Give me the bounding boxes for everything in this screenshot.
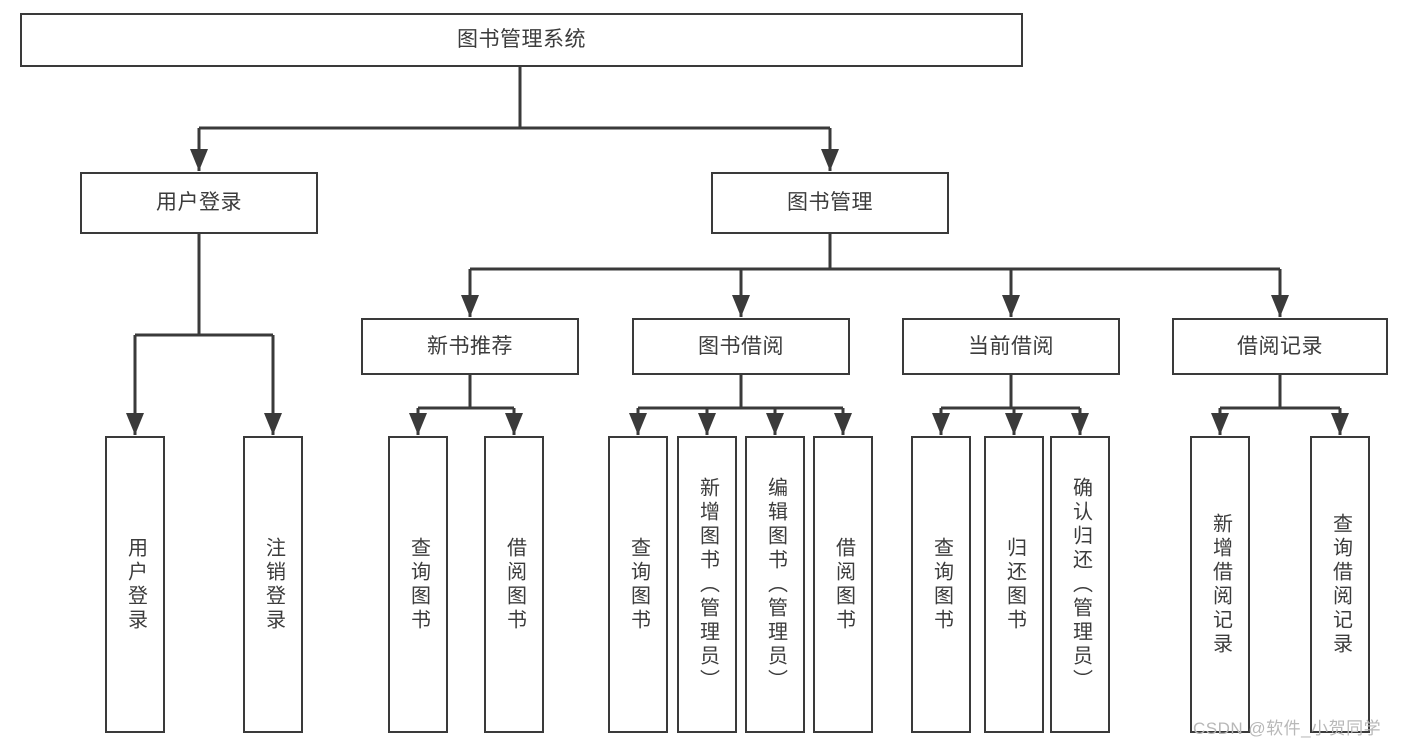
node-label: 归还图书	[1003, 536, 1026, 633]
node-label: 当前借阅	[968, 334, 1054, 358]
arrowhead-icon	[1271, 295, 1289, 317]
arrowhead-icon	[1211, 413, 1229, 435]
arrowhead-icon	[732, 295, 750, 317]
node-label: 图书借阅	[698, 334, 784, 358]
node-label: 注销登录	[262, 536, 285, 633]
node-label: 新增图书（管理员）	[696, 476, 719, 693]
arrowhead-icon	[505, 413, 523, 435]
node-label: 图书管理	[787, 191, 873, 215]
arrowhead-icon	[932, 413, 950, 435]
node-leaf-cur-confirm-return[interactable]: 确认归还（管理员）	[1050, 436, 1110, 733]
arrowhead-icon	[264, 413, 282, 435]
node-label: 确认归还（管理员）	[1069, 476, 1092, 693]
node-leaf-user-logout[interactable]: 注销登录	[243, 436, 303, 733]
node-leaf-rec-query-book[interactable]: 查询图书	[388, 436, 448, 733]
node-leaf-borrow-query-book[interactable]: 查询图书	[608, 436, 668, 733]
node-label: 编辑图书（管理员）	[764, 476, 787, 693]
node-label: 借阅记录	[1237, 334, 1323, 358]
node-label: 用户登录	[156, 191, 242, 215]
arrowhead-icon	[1002, 295, 1020, 317]
arrowhead-icon	[834, 413, 852, 435]
node-label: 查询图书	[627, 536, 650, 633]
arrowhead-icon	[1005, 413, 1023, 435]
node-leaf-rec-query-record[interactable]: 查询借阅记录	[1310, 436, 1370, 733]
node-leaf-rec-add-record[interactable]: 新增借阅记录	[1190, 436, 1250, 733]
node-label: 查询借阅记录	[1329, 512, 1352, 657]
node-label: 图书管理系统	[457, 28, 586, 52]
arrowhead-icon	[409, 413, 427, 435]
arrowhead-icon	[698, 413, 716, 435]
arrowhead-icon	[461, 295, 479, 317]
node-label: 借阅图书	[503, 536, 526, 633]
node-book-borrow[interactable]: 图书借阅	[632, 318, 850, 375]
node-leaf-cur-query-book[interactable]: 查询图书	[911, 436, 971, 733]
node-label: 查询图书	[407, 536, 430, 633]
node-label: 用户登录	[124, 536, 147, 633]
arrowhead-icon	[126, 413, 144, 435]
node-new-book-rec[interactable]: 新书推荐	[361, 318, 579, 375]
watermark-text: CSDN @软件_小贺同学	[1193, 719, 1382, 738]
node-leaf-rec-borrow-book[interactable]: 借阅图书	[484, 436, 544, 733]
node-book-manage[interactable]: 图书管理	[711, 172, 949, 234]
arrowhead-icon	[1071, 413, 1089, 435]
node-current-borrow[interactable]: 当前借阅	[902, 318, 1120, 375]
node-root[interactable]: 图书管理系统	[20, 13, 1023, 67]
arrowhead-icon	[821, 149, 839, 171]
node-label: 查询图书	[930, 536, 953, 633]
node-label: 新书推荐	[427, 334, 513, 358]
node-label: 新增借阅记录	[1209, 512, 1232, 657]
node-leaf-cur-return-book[interactable]: 归还图书	[984, 436, 1044, 733]
node-borrow-record[interactable]: 借阅记录	[1172, 318, 1388, 375]
node-leaf-borrow-edit-book[interactable]: 编辑图书（管理员）	[745, 436, 805, 733]
node-user-login[interactable]: 用户登录	[80, 172, 318, 234]
node-label: 借阅图书	[832, 536, 855, 633]
arrowhead-icon	[766, 413, 784, 435]
node-leaf-user-login[interactable]: 用户登录	[105, 436, 165, 733]
arrowhead-icon	[629, 413, 647, 435]
node-leaf-borrow-add-book[interactable]: 新增图书（管理员）	[677, 436, 737, 733]
arrowhead-icon	[1331, 413, 1349, 435]
arrowhead-icon	[190, 149, 208, 171]
node-leaf-borrow-borrow-book[interactable]: 借阅图书	[813, 436, 873, 733]
